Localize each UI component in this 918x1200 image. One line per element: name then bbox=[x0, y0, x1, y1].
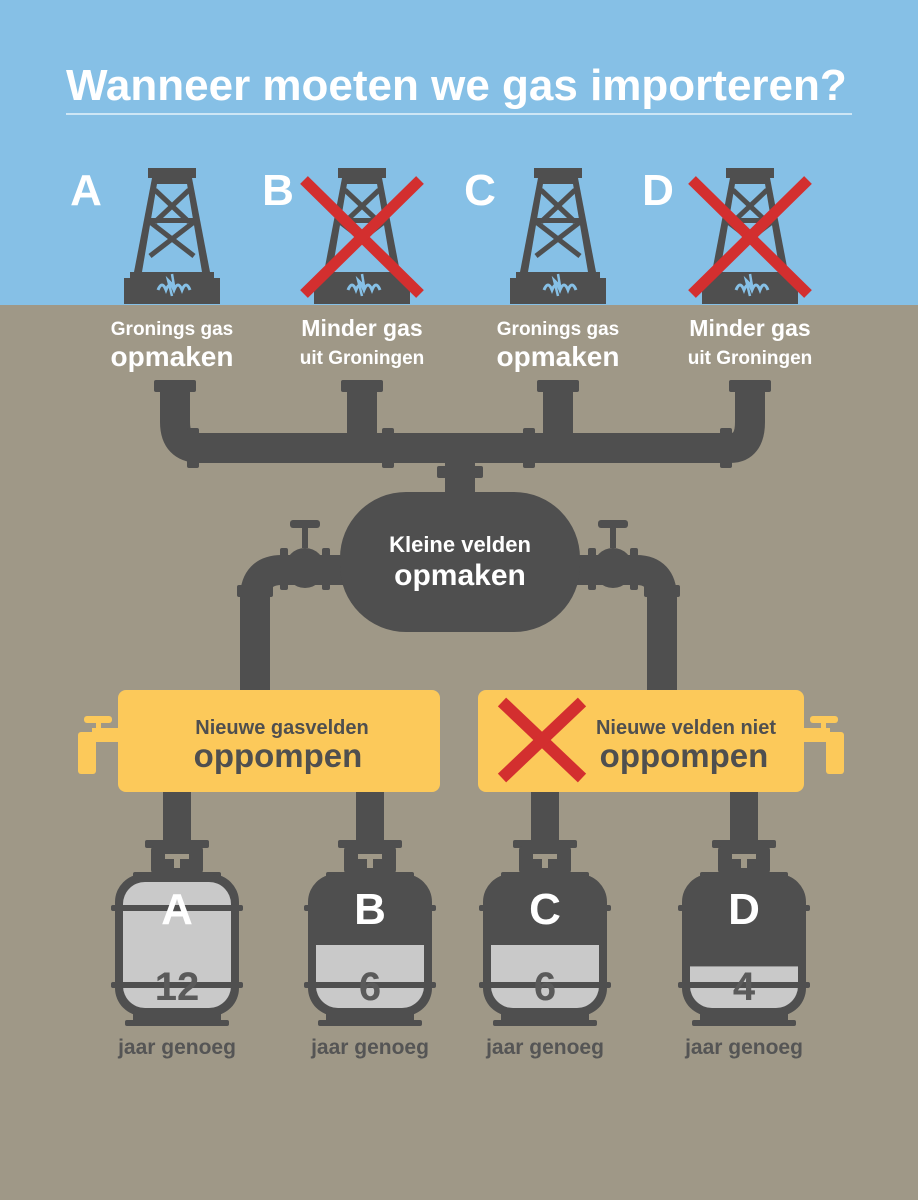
tank-b-years: 6 bbox=[359, 965, 381, 1009]
derrick-d-icon bbox=[702, 168, 798, 304]
tank-a-years: 12 bbox=[155, 965, 200, 1009]
tank-d-years: 4 bbox=[733, 965, 756, 1009]
tank-b-letter: B bbox=[354, 885, 386, 934]
scenario-a-line2: opmaken bbox=[111, 341, 234, 372]
branch-right-line2: oppompen bbox=[600, 737, 769, 774]
derrick-row bbox=[124, 168, 812, 304]
tank-a: A 12 jaar genoeg bbox=[111, 840, 243, 1059]
scenario-b-line2: uit Groningen bbox=[300, 348, 425, 369]
tank-d-caption: jaar genoeg bbox=[684, 1036, 803, 1059]
derrick-cross-b-icon bbox=[300, 176, 424, 298]
scenario-a-line1: Gronings gas bbox=[111, 319, 233, 340]
central-tank-line1: Kleine velden bbox=[389, 532, 531, 557]
valve-left bbox=[280, 520, 330, 590]
bottom-pipes bbox=[163, 790, 758, 845]
branch-left-line1: Nieuwe gasvelden bbox=[195, 717, 368, 739]
branch-cross-icon bbox=[497, 697, 587, 783]
tank-d-letter: D bbox=[728, 885, 760, 934]
scenario-b-line1: Minder gas bbox=[301, 315, 422, 341]
tank-d: D 4 jaar genoeg bbox=[678, 840, 810, 1059]
central-tank: Kleine velden opmaken bbox=[340, 492, 580, 632]
scenario-letter-d: D bbox=[642, 166, 674, 215]
scenario-d-line1: Minder gas bbox=[689, 315, 810, 341]
tank-c-letter: C bbox=[529, 885, 561, 934]
tap-right-icon bbox=[802, 716, 844, 774]
valve-right bbox=[588, 520, 638, 590]
tank-row: A 12 jaar genoeg B 6 jaar genoeg C 6 jaar genoeg… bbox=[111, 840, 810, 1059]
tank-b-caption: jaar genoeg bbox=[310, 1036, 429, 1059]
scenario-letter-b: B bbox=[262, 166, 294, 215]
derrick-c-icon bbox=[510, 168, 606, 304]
tank-c-caption: jaar genoeg bbox=[485, 1036, 604, 1059]
central-tank-line2: opmaken bbox=[394, 559, 526, 592]
tank-c-years: 6 bbox=[534, 965, 556, 1009]
scenario-letter-c: C bbox=[464, 166, 496, 215]
branch-box-right: Nieuwe velden niet oppompen bbox=[478, 690, 804, 792]
tank-b: B 6 jaar genoeg bbox=[304, 840, 436, 1059]
scenario-c-line2: opmaken bbox=[497, 341, 620, 372]
pipe-collars-top bbox=[154, 380, 771, 478]
page-title: Wanneer moeten we gas importeren? bbox=[66, 61, 847, 110]
pipe-collars-mid bbox=[237, 585, 680, 597]
tank-b-level bbox=[316, 945, 424, 1008]
tank-a-letter: A bbox=[161, 885, 193, 934]
scenario-c-line1: Gronings gas bbox=[497, 319, 619, 340]
tank-c-level bbox=[491, 945, 599, 1008]
branch-box-left: Nieuwe gasvelden oppompen bbox=[118, 690, 440, 792]
tank-a-caption: jaar genoeg bbox=[117, 1036, 236, 1059]
tap-left-icon bbox=[78, 716, 120, 774]
scenario-d-line2: uit Groningen bbox=[688, 348, 813, 369]
tank-c: C 6 jaar genoeg bbox=[479, 840, 611, 1059]
branch-left-line2: oppompen bbox=[194, 737, 363, 774]
scenario-letter-a: A bbox=[70, 166, 102, 215]
branch-right-line1: Nieuwe velden niet bbox=[596, 717, 776, 739]
derrick-a-icon bbox=[124, 168, 220, 304]
derrick-cross-d-icon bbox=[688, 176, 812, 298]
